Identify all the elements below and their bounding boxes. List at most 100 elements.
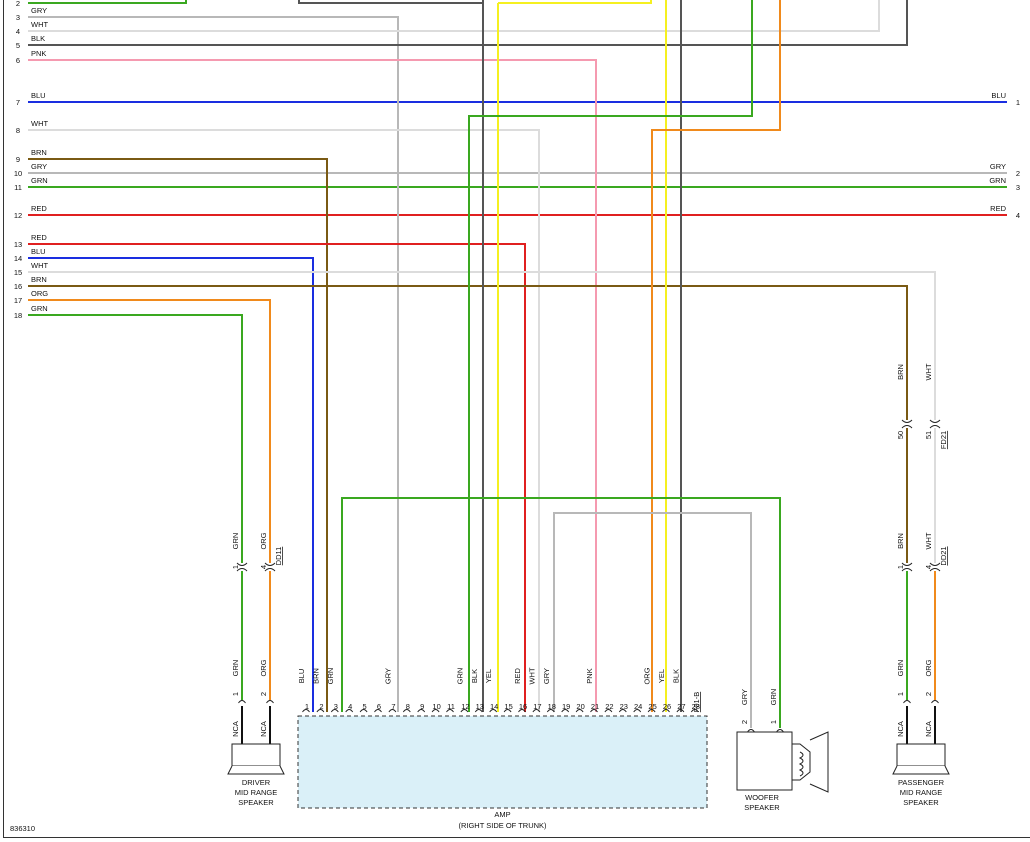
amp-pin-number: 25 <box>648 702 656 711</box>
dd11-pin1-number: 1 <box>231 565 240 569</box>
amp-pin-number: 8 <box>406 702 410 711</box>
amp-wire-color-label: RED <box>513 668 522 684</box>
amp-box <box>297 715 708 809</box>
amp-wire-color-label: GRN <box>455 668 464 685</box>
passenger-speaker-pin2-color: ORG <box>924 659 933 676</box>
left-row-number: 2 <box>16 0 20 8</box>
amp-pin-contact <box>402 709 411 713</box>
left-row-color: GRY <box>31 162 47 171</box>
amp-pin-number: 23 <box>620 702 628 711</box>
amp-pin-number: 20 <box>576 702 584 711</box>
left-row-number: 17 <box>14 296 22 305</box>
amp-pin-number: 5 <box>363 702 367 711</box>
amp-pin-contact <box>690 709 699 713</box>
amp-wire-color-label: GRY <box>383 668 392 684</box>
frame-bottom-border <box>3 837 1030 838</box>
left-row-number: 4 <box>16 27 20 36</box>
dd11-pin1-color: GRN <box>231 533 240 550</box>
wire-brn-16 <box>28 285 908 420</box>
left-row-color: PNK <box>31 49 46 58</box>
left-row-color: GRN <box>31 176 48 185</box>
woofer-pin1-number: 1 <box>769 720 778 724</box>
dd21-pin4-number: 4 <box>924 565 933 569</box>
right-row-number: 3 <box>1016 183 1020 192</box>
amp-pin-contact <box>316 709 325 713</box>
left-row-color: BLU <box>31 91 46 100</box>
amp-wire-color-label: PNK <box>585 668 594 683</box>
right-row-color: BLU <box>991 91 1006 100</box>
amp-subtitle: (RIGHT SIDE OF TRUNK) <box>458 821 547 830</box>
driver-speaker-pin2-func: NCA <box>259 721 268 737</box>
amp-pin-contact <box>662 709 670 713</box>
amp-pin-number: 21 <box>591 702 599 711</box>
left-row-color: RED <box>31 204 47 213</box>
amp-pin-contact <box>417 709 426 713</box>
driver-speaker-label-line: MID RANGE <box>235 788 278 797</box>
wire-grn-woofer-plus <box>341 497 781 728</box>
amp-pin-contact <box>431 709 440 713</box>
driver-speaker-pin2-number: 2 <box>259 692 268 696</box>
right-row-color: GRN <box>989 176 1006 185</box>
amp-pin-number: 2 <box>319 702 323 711</box>
amp-pin-contact <box>330 709 339 713</box>
amp-pin-number: 16 <box>519 702 527 711</box>
figure-id: 836310 <box>10 824 35 833</box>
wire-wht-8 <box>28 129 540 712</box>
wire-pnk-6 <box>28 59 597 712</box>
passenger-speaker-label-line: SPEAKER <box>903 798 939 807</box>
amp-pin-contact <box>474 709 483 713</box>
amp-title: AMP <box>494 810 510 819</box>
left-row-color: BRN <box>31 148 47 157</box>
amp-wire-color-label: GRN <box>326 668 335 685</box>
woofer-body <box>736 731 793 791</box>
amp-wire-color-label: GRY <box>542 668 551 684</box>
passenger-speaker-label-line: MID RANGE <box>900 788 943 797</box>
passenger-speaker-pin1-contact <box>903 700 911 704</box>
dd11-pin4-color: ORG <box>259 532 268 549</box>
amp-pin-contact <box>359 709 368 713</box>
left-row-number: 3 <box>16 13 20 22</box>
amp-wire-color-label: BLK <box>671 669 680 683</box>
left-row-color: WHT <box>31 119 48 128</box>
amp-pin-contact <box>633 709 642 713</box>
amp-pin-number: 13 <box>476 702 484 711</box>
wire-yel-top <box>498 0 652 4</box>
amp-pin-contact <box>489 709 498 713</box>
passenger-speaker-label-line: PASSENGER <box>898 778 945 787</box>
wire-grn-12 <box>468 0 753 712</box>
woofer-pin1-color: GRN <box>769 689 778 706</box>
amp-pin-contact <box>546 709 555 713</box>
left-row-color: WHT <box>31 20 48 29</box>
left-row-number: 16 <box>14 282 22 291</box>
wire-blk-5 <box>28 0 908 46</box>
left-row-number: 8 <box>16 126 20 135</box>
passenger-speaker-pin1-color: GRN <box>896 660 905 677</box>
left-row-number: 11 <box>14 183 22 192</box>
woofer-cone <box>809 731 829 793</box>
dd21-pin4-color: WHT <box>924 532 933 549</box>
right-row-number: 2 <box>1016 169 1020 178</box>
right-row-color: GRY <box>990 162 1006 171</box>
driver-speaker-pin1-color: GRN <box>231 660 240 677</box>
left-row-number: 15 <box>14 268 22 277</box>
amp-wire-color-label: YEL <box>484 669 493 683</box>
amp-pin-number: 14 <box>490 702 498 711</box>
dd21-pin1-contact <box>901 562 913 572</box>
driver-speaker-pin1-number: 1 <box>231 692 240 696</box>
left-row-number: 7 <box>16 98 20 107</box>
wire-gry-3 <box>28 16 399 712</box>
amp-pin-number: 22 <box>605 702 613 711</box>
driver-speaker-label-line: SPEAKER <box>238 798 274 807</box>
left-row-number: 10 <box>14 169 22 178</box>
passenger-speaker-speaker-cone <box>892 765 950 775</box>
amp-pin-contact <box>518 709 526 713</box>
left-row-number: 9 <box>16 155 20 164</box>
dd11-pin4-contact <box>264 562 276 572</box>
woofer-pin2-contact <box>747 729 755 733</box>
woofer-label-line: SPEAKER <box>744 803 780 812</box>
woofer-pin1-contact <box>776 729 784 733</box>
passenger-speaker-pin2-number: 2 <box>924 692 933 696</box>
amp-pin-contact <box>532 709 541 713</box>
amp-pin-number: 15 <box>504 702 512 711</box>
